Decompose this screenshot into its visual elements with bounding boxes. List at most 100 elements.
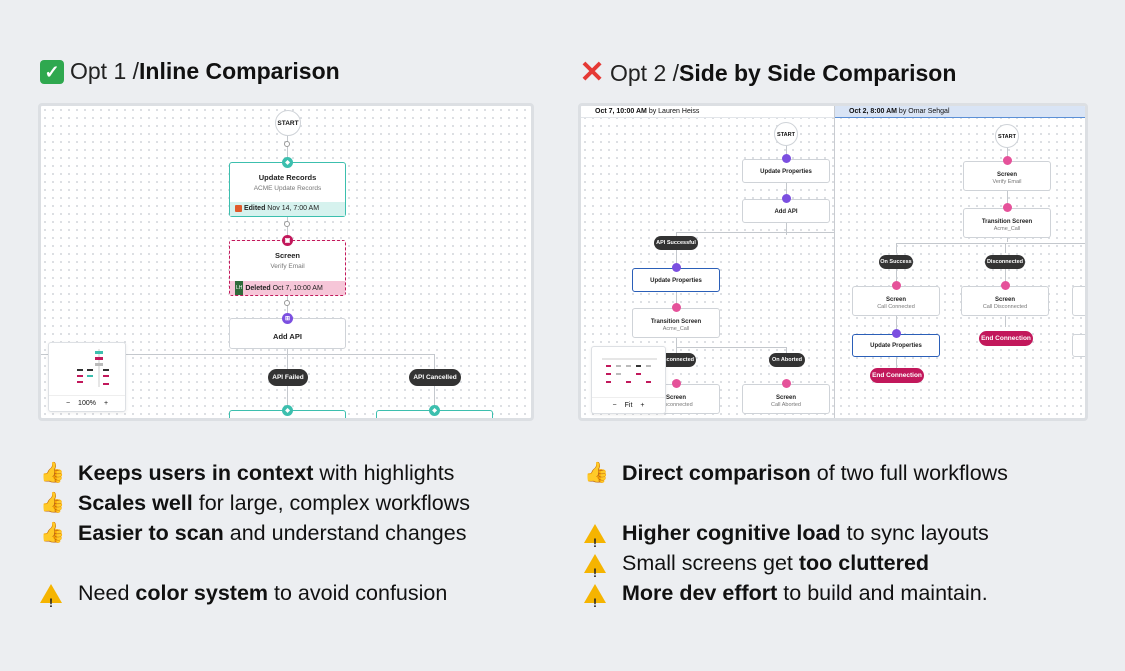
left-update-properties-node[interactable]: Update Properties bbox=[742, 154, 830, 183]
right-offscreen-node bbox=[1072, 286, 1085, 316]
opt1-warning: Need color system to avoid confusion bbox=[40, 578, 470, 618]
right-update-properties-node[interactable]: Update Properties bbox=[852, 329, 940, 357]
opt1-point-3-text: and understand changes bbox=[223, 521, 467, 545]
right-screen-connected-node[interactable]: Screen Call Connected bbox=[852, 281, 940, 316]
left-update-properties-2-label: Update Properties bbox=[650, 278, 702, 284]
tag-icon bbox=[672, 263, 681, 272]
screen-title: Screen bbox=[274, 251, 301, 260]
left-update-properties-highlight[interactable]: Update Properties bbox=[632, 263, 720, 292]
api-failed-pill[interactable]: API Failed bbox=[268, 369, 308, 386]
right-end-connection-1[interactable]: End Connection bbox=[870, 368, 924, 383]
deleted-banner: LH Deleted Oct 7, 10:00 AM bbox=[230, 281, 345, 295]
warning-icon bbox=[40, 583, 62, 618]
check-mark-icon: ✓ bbox=[40, 59, 64, 84]
opt1-point-3-bold: Easier to scan bbox=[78, 521, 224, 545]
minimap[interactable]: − 100% + bbox=[48, 342, 126, 412]
screen-icon bbox=[1003, 203, 1012, 212]
right-start-node[interactable]: START bbox=[995, 124, 1019, 148]
zoom-in-button[interactable]: + bbox=[103, 400, 109, 407]
update-records-subtitle: ACME Update Records bbox=[253, 185, 322, 192]
warning-icon bbox=[584, 583, 606, 618]
left-screen-2-label: Screen bbox=[775, 395, 796, 401]
deleted-screen-node[interactable]: ▣ Screen Verify Email LH Deleted Oct 7, … bbox=[229, 235, 346, 296]
opt1-warning-bold: color system bbox=[135, 581, 269, 605]
screen-icon bbox=[672, 303, 681, 312]
opt1-point-1: 👍 Keeps users in context with highlights bbox=[40, 458, 470, 488]
opt1-point-3: 👍 Easier to scan and understand changes bbox=[40, 518, 470, 548]
right-offscreen-node-2 bbox=[1072, 334, 1085, 357]
zoom-out-button[interactable]: − bbox=[65, 400, 71, 407]
left-minimap[interactable]: − Fit + bbox=[591, 346, 666, 414]
screen-icon bbox=[1001, 281, 1010, 290]
left-start-node[interactable]: START bbox=[774, 122, 798, 146]
screen-subtitle: Verify Email bbox=[270, 263, 305, 270]
right-version-header: Oct 2, 8:00 AM by Omar Sehgal bbox=[835, 106, 1085, 118]
fit-button[interactable]: Fit bbox=[624, 402, 633, 409]
right-screen-label: Screen bbox=[996, 172, 1017, 178]
left-version-date: Oct 7, 10:00 AM bbox=[595, 108, 647, 115]
api-cancelled-pill[interactable]: API Cancelled bbox=[409, 369, 461, 386]
minimap-preview bbox=[77, 349, 109, 387]
cancelled-branch-node[interactable]: ◆ bbox=[376, 405, 493, 418]
api-icon bbox=[782, 194, 791, 203]
left-transition-screen-node[interactable]: Transition Screen Acme_Call bbox=[632, 303, 720, 338]
right-screen-disconnected-node[interactable]: Screen Call Disconnected bbox=[961, 281, 1049, 316]
left-api-successful-pill[interactable]: API Successful bbox=[654, 236, 698, 250]
thumbs-up-icon: 👍 bbox=[40, 522, 65, 544]
zoom-in-button[interactable]: + bbox=[640, 402, 645, 409]
opt1-warning-pre: Need bbox=[78, 581, 136, 605]
opt1-point-1-text: with highlights bbox=[313, 461, 455, 485]
opt2-points: 👍 Direct comparison of two full workflow… bbox=[584, 458, 1008, 618]
start-node[interactable]: START bbox=[275, 110, 301, 136]
tag-icon bbox=[892, 329, 901, 338]
opt1-heading: ✓ Opt 1 / Inline Comparison bbox=[40, 58, 340, 85]
tag-icon bbox=[782, 154, 791, 163]
opt2-warning-1: Higher cognitive load to sync layouts bbox=[584, 518, 1008, 558]
right-disconnected-pill[interactable]: Disconnected bbox=[985, 255, 1025, 269]
opt2-warning-3-bold: More dev effort bbox=[622, 581, 778, 605]
zoom-controls: − 100% + bbox=[49, 395, 125, 411]
opt2-heading-prefix: Opt 2 / bbox=[610, 59, 680, 86]
left-add-api-node[interactable]: Add API bbox=[742, 194, 830, 223]
add-api-label: Add API bbox=[273, 332, 302, 341]
update-records-node[interactable]: ◆ Update Records ACME Update Records Edi… bbox=[229, 157, 346, 217]
zoom-out-button[interactable]: − bbox=[612, 402, 617, 409]
edited-label: Edited bbox=[243, 205, 266, 212]
opt2-heading: ✕ Opt 2 / Side by Side Comparison bbox=[579, 58, 956, 88]
add-api-node[interactable]: ⊞ Add API bbox=[229, 313, 346, 349]
opt1-heading-prefix: Opt 1 / bbox=[70, 58, 140, 84]
opt2-point-1: 👍 Direct comparison of two full workflow… bbox=[584, 458, 1008, 488]
opt1-point-1-bold: Keeps users in context bbox=[78, 461, 314, 485]
inline-comparison-canvas[interactable]: START ◆ Update Records ACME Update Recor… bbox=[38, 103, 534, 421]
right-on-success-pill[interactable]: On Success bbox=[879, 255, 913, 269]
failed-branch-node[interactable]: ◆ bbox=[229, 405, 346, 418]
tag-icon: ◆ bbox=[282, 405, 293, 416]
update-records-title: Update Records bbox=[258, 173, 317, 182]
right-version-date: Oct 2, 8:00 AM bbox=[849, 108, 897, 115]
right-end-connection-2[interactable]: End Connection bbox=[979, 331, 1033, 346]
side-by-side-canvas[interactable]: Oct 7, 10:00 AM by Lauren Heiss Oct 2, 8… bbox=[578, 103, 1088, 421]
right-transition-screen-node[interactable]: Transition Screen Acme_Call bbox=[963, 203, 1051, 238]
warning-icon bbox=[584, 523, 606, 558]
edited-time: Nov 14, 7:00 AM bbox=[267, 205, 320, 212]
opt2-point-1-text: of two full workflows bbox=[810, 461, 1008, 485]
left-screen-2-sub: Call Aborted bbox=[771, 402, 801, 408]
opt2-warning-3: More dev effort to build and maintain. bbox=[584, 578, 1008, 618]
right-screen-node[interactable]: Screen Verify Email bbox=[963, 156, 1051, 191]
opt1-warning-text: to avoid confusion bbox=[268, 581, 448, 605]
right-transition-sub: Acme_Call bbox=[993, 226, 1021, 232]
screen-icon bbox=[1003, 156, 1012, 165]
left-screen-aborted-node[interactable]: Screen Call Aborted bbox=[742, 379, 830, 414]
opt1-heading-title: Inline Comparison bbox=[139, 58, 340, 84]
right-screen-b-label: Screen bbox=[994, 297, 1015, 303]
opt1-point-2: 👍 Scales well for large, complex workflo… bbox=[40, 488, 470, 518]
right-transition-screen-label: Transition Screen bbox=[981, 219, 1033, 225]
left-transition-sub: Acme_Call bbox=[662, 326, 690, 332]
right-screen-sub: Verify Email bbox=[992, 179, 1022, 185]
deleted-avatar: LH bbox=[235, 281, 244, 295]
thumbs-up-icon: 👍 bbox=[40, 492, 65, 514]
left-on-aborted-pill[interactable]: On Aborted bbox=[769, 353, 805, 367]
left-disconnected-pill[interactable]: Disconnected bbox=[656, 353, 696, 367]
deleted-time: Oct 7, 10:00 AM bbox=[272, 284, 323, 292]
thumbs-up-icon: 👍 bbox=[40, 462, 65, 484]
